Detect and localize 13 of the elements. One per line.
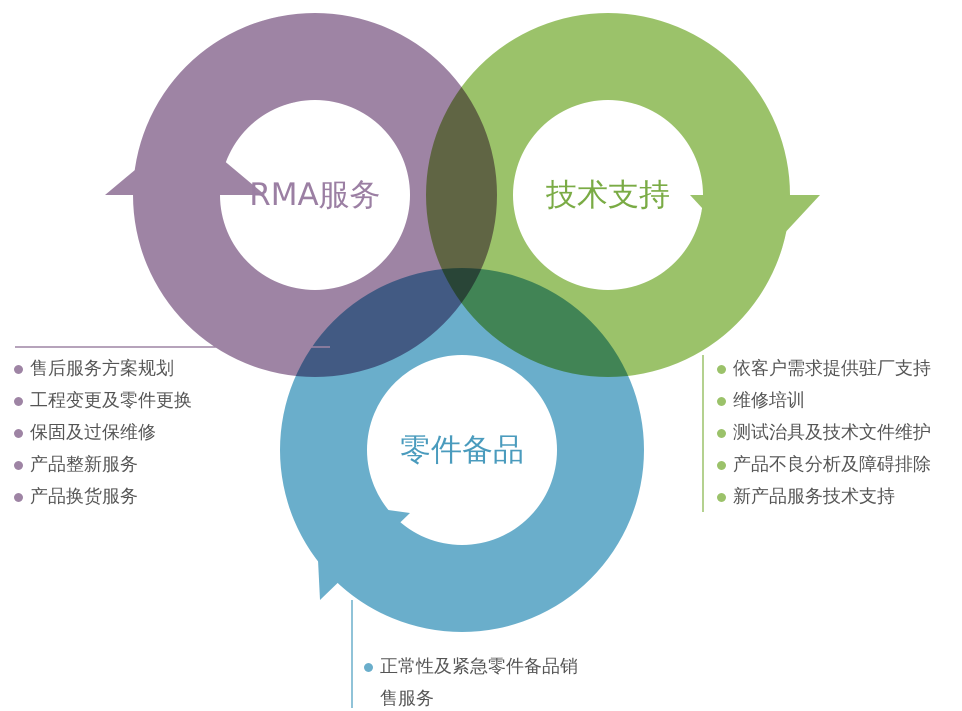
bullet-item: 工程变更及零件更换	[14, 385, 314, 417]
bullet-item: 测试治具及技术文件维护	[717, 417, 962, 449]
bullet-item: 产品不良分析及障碍排除	[717, 449, 962, 481]
bullet-item: 正常性及紧急零件备品销售服务	[364, 651, 586, 711]
bullet-item: 产品换货服务	[14, 481, 314, 513]
bullet-item: 售后服务方案规划	[14, 353, 314, 385]
bullet-item: 新产品服务技术支持	[717, 481, 962, 513]
bullet-item: 保固及过保维修	[14, 417, 314, 449]
bullet-item: 产品整新服务	[14, 449, 314, 481]
ring-label: 技术支持	[546, 176, 670, 215]
bullet-item: 维修培训	[717, 385, 962, 417]
bullet-item: 依客户需求提供驻厂支持	[717, 353, 962, 385]
ring-label: 零件备品	[400, 431, 524, 470]
